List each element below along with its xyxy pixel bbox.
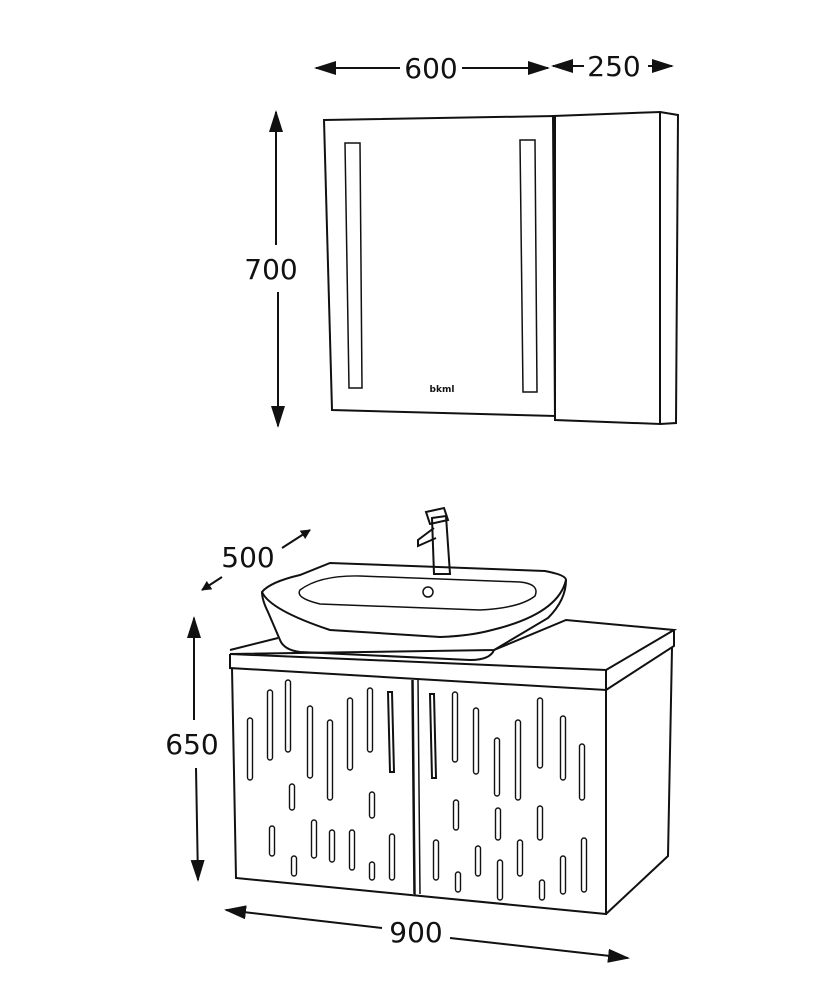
side-cabinet-width-label: 250: [587, 50, 640, 83]
door-slot: [306, 705, 314, 779]
door-slot: [366, 687, 374, 753]
mirror-height-dimension: 700: [244, 110, 298, 428]
vanity-depth-dimension: 500: [201, 529, 311, 591]
door-slot: [290, 855, 298, 877]
door-slot: [246, 717, 254, 781]
door-slot: [388, 833, 396, 881]
drain: [422, 586, 434, 598]
door-slot: [288, 783, 296, 811]
door-slot: [348, 829, 356, 871]
mirror-width-label: 600: [404, 52, 457, 85]
door-slot: [538, 879, 546, 901]
door-slot: [514, 719, 522, 801]
door-slot: [452, 799, 460, 831]
door-slot: [516, 839, 524, 877]
door-slot: [346, 697, 354, 771]
vanity-cabinet: [231, 647, 673, 916]
led-mirror: bkml: [322, 114, 556, 418]
door-slot: [368, 861, 376, 881]
door-slot: [451, 691, 459, 763]
door-slot: [580, 837, 588, 893]
door-slot: [266, 689, 274, 761]
door-slot: [496, 859, 504, 901]
door-handle-left: [386, 691, 396, 773]
door-handle-right: [428, 693, 438, 779]
led-strip-right: [519, 139, 538, 393]
side-cabinet: [551, 110, 680, 426]
mirror-width-dimension: 600: [314, 52, 550, 85]
door-slot: [268, 825, 276, 857]
faucet: [417, 506, 452, 575]
door-slot: [284, 679, 292, 753]
door-divider: [412, 679, 416, 896]
door-slot: [494, 807, 502, 841]
vanity-height-dimension: 650: [165, 616, 219, 882]
door-slot: [493, 737, 501, 797]
side-cabinet-width-dimension: 250: [551, 50, 674, 83]
vanity-width-dimension: 900: [224, 905, 630, 963]
mirror-logo: bkml: [430, 385, 455, 395]
door-slot: [454, 871, 462, 893]
door-slot: [578, 743, 586, 801]
vanity-width-label: 900: [389, 916, 442, 949]
door-slot: [536, 805, 544, 841]
door-slot: [559, 715, 567, 781]
vanity-depth-label: 500: [221, 541, 274, 574]
mirror-height-label: 700: [244, 253, 297, 286]
door-slot: [474, 845, 482, 877]
door-slot: [328, 829, 336, 863]
vanity-height-label: 650: [165, 728, 218, 761]
door-slot: [432, 839, 440, 881]
door-slot: [368, 791, 376, 819]
door-slot: [326, 719, 334, 801]
door-slot: [559, 855, 567, 895]
led-strip-left: [344, 142, 363, 389]
countertop: [229, 618, 678, 692]
door-slot: [536, 697, 544, 769]
door-slot: [472, 707, 480, 775]
door-slots: [246, 679, 588, 901]
door-slot: [310, 819, 318, 859]
vessel-basin: [260, 561, 568, 662]
